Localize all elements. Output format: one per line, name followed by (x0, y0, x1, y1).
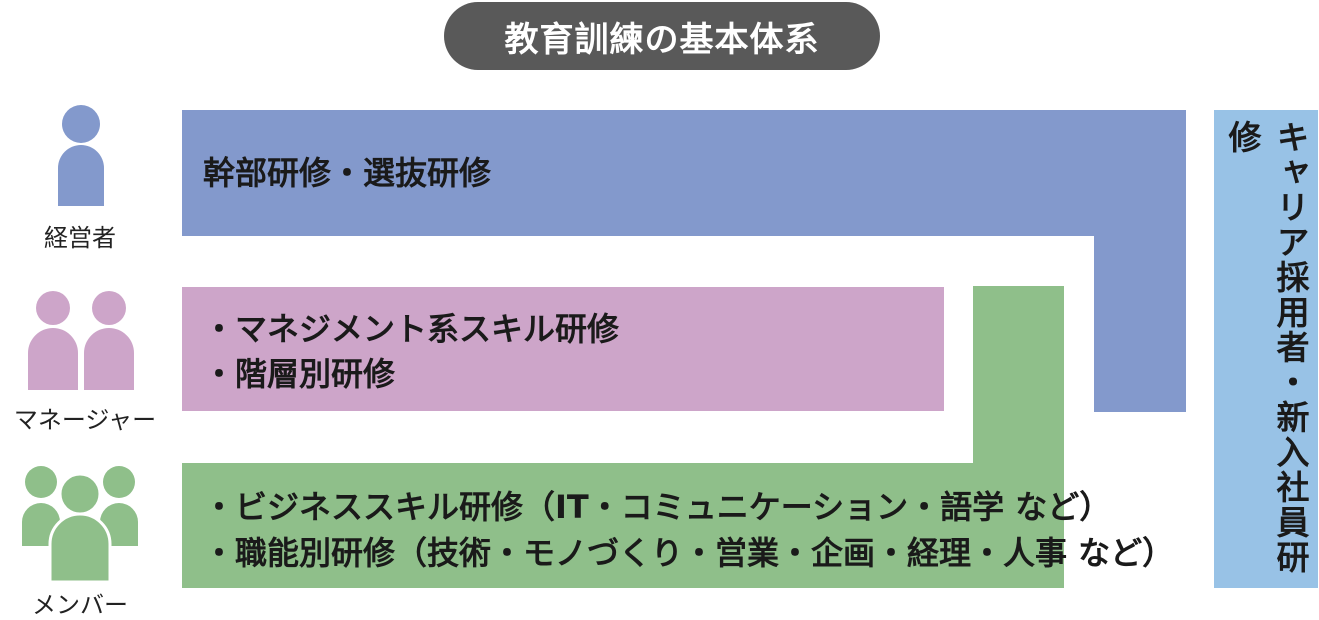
member-training-line1: ・ビジネススキル研修（IT・コミュニケーション・語学 など） (203, 488, 1112, 526)
role-executive-label: 経営者 (44, 225, 116, 252)
executive-training-label: 幹部研修・選抜研修 (203, 154, 492, 192)
group-icon (22, 466, 138, 582)
diagram-title: 教育訓練の基本体系 (444, 2, 880, 70)
manager-training-line2: ・階層別研修 (203, 355, 396, 393)
role-member-label: メンバー (32, 592, 128, 619)
two-people-icon (28, 291, 134, 390)
career-label: キャリア採用者・新入社員研修 (1223, 120, 1310, 575)
role-manager-label: マネージャー (13, 407, 157, 434)
career-block (1214, 110, 1318, 588)
person-icon (58, 105, 104, 206)
manager-training-line1: ・マネジメント系スキル研修 (203, 310, 620, 348)
member-training-line2: ・職能別研修（技術・モノづくり・営業・企画・経理・人事 など） (203, 534, 1175, 572)
manager-block (182, 287, 944, 411)
